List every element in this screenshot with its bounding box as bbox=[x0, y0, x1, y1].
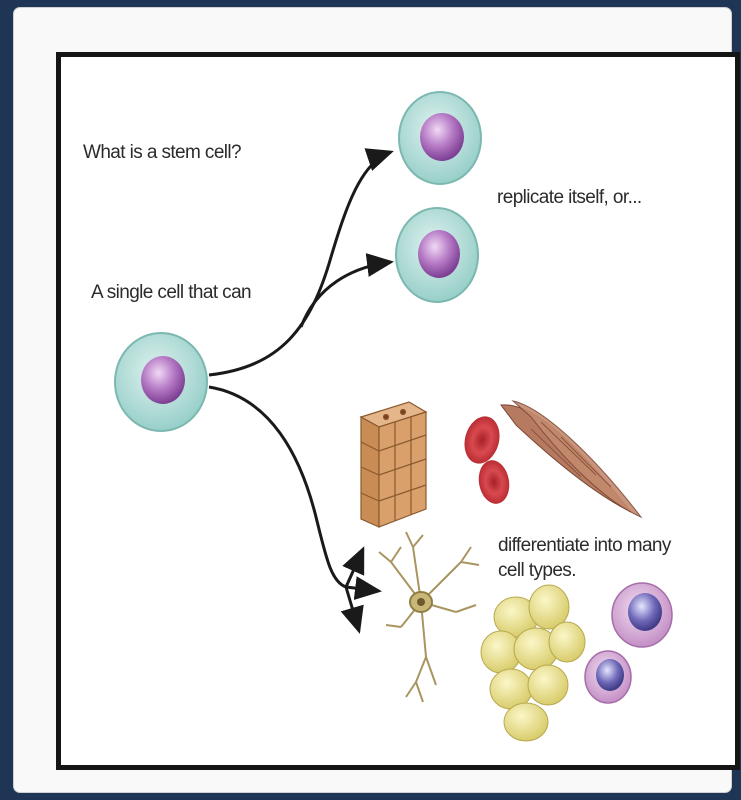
image-card: What is a stem cell? A single cell that … bbox=[14, 8, 731, 792]
differentiate-label-line1: differentiate into many bbox=[498, 535, 671, 557]
muscle-fibers bbox=[501, 401, 641, 517]
source-stem-cell bbox=[115, 333, 207, 431]
replicated-cell-top bbox=[399, 92, 481, 184]
arrow-to-differentiate bbox=[209, 387, 346, 587]
fat-cells bbox=[481, 585, 585, 741]
epithelial-tissue bbox=[361, 402, 426, 527]
differentiate-label-line2: cell types. bbox=[498, 560, 576, 582]
red-blood-cells bbox=[459, 412, 512, 506]
arrow-branch-down bbox=[346, 587, 359, 631]
diagram-frame: What is a stem cell? A single cell that … bbox=[56, 52, 740, 770]
arrows bbox=[209, 152, 391, 631]
immune-cells bbox=[585, 583, 672, 703]
arrow-to-replicate-bottom bbox=[301, 262, 391, 327]
replicate-label: replicate itself, or... bbox=[497, 187, 642, 209]
neuron bbox=[379, 532, 479, 702]
arrow-branch-right bbox=[346, 587, 379, 591]
intro-label: A single cell that can bbox=[91, 282, 251, 304]
arrow-branch-up bbox=[346, 549, 363, 587]
arrow-to-replicate-top bbox=[209, 152, 391, 375]
replicated-cell-bottom bbox=[396, 208, 478, 302]
question-label: What is a stem cell? bbox=[83, 142, 241, 164]
